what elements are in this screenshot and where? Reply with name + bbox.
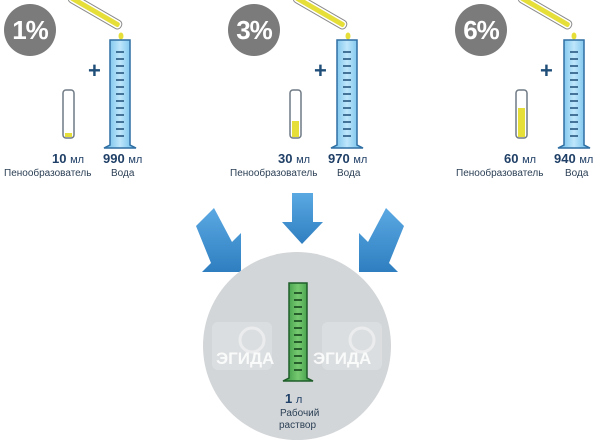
watermark-right-text: ЭГИДА [313, 349, 372, 368]
water-volume-1: 990 мл [103, 151, 143, 166]
foam-label-1: Пенообразователь [4, 168, 92, 179]
foam-level [292, 121, 299, 137]
result-label-line2: раствор [279, 420, 317, 431]
percent-badge-1: 1% [4, 4, 56, 56]
foam-label-3: Пенообразователь [456, 168, 544, 179]
pouring-tube-icon [292, 0, 348, 30]
water-label-3: Вода [565, 168, 589, 179]
water-volume-2: 970 мл [328, 151, 368, 166]
percent-badge-3: 6% [455, 4, 507, 56]
foam-level [518, 108, 525, 137]
water-volume-3: 940 мл [554, 151, 594, 166]
result-cylinder [282, 282, 314, 382]
panel-3-glassware [515, 0, 591, 149]
water-label-2: Вода [337, 168, 361, 179]
foam-volume-2: 30 мл [278, 151, 311, 166]
small-cylinder [62, 89, 75, 139]
watermark-left-icon [212, 322, 272, 370]
watermark-left-text: ЭГИДА [216, 349, 275, 368]
arrow-down-left-icon [196, 208, 241, 272]
plus-icon: + [88, 58, 101, 83]
plus-icon: + [314, 58, 327, 83]
foam-label-2: Пенообразователь [230, 168, 318, 179]
arrow-down-icon [282, 193, 323, 244]
result-label-line1: Рабочий [280, 408, 320, 419]
foam-level [65, 133, 72, 137]
foam-drop-icon [345, 32, 351, 40]
watermark-right-icon [322, 322, 382, 370]
foam-drop-icon [571, 32, 577, 40]
foam-drop-icon [118, 32, 124, 40]
foam-volume-3: 60 мл [504, 151, 537, 166]
plus-icon: + [540, 58, 553, 83]
result-ticks [294, 292, 302, 371]
pouring-tube-icon [67, 0, 123, 30]
percent-badge-2: 3% [228, 4, 280, 56]
water-label-1: Вода [111, 168, 135, 179]
result-volume: 1 л [285, 391, 303, 406]
foam-volume-1: 10 мл [52, 151, 85, 166]
graduation-ticks [116, 51, 578, 137]
pouring-tube-icon [517, 0, 573, 30]
arrow-down-right-icon [359, 208, 404, 272]
